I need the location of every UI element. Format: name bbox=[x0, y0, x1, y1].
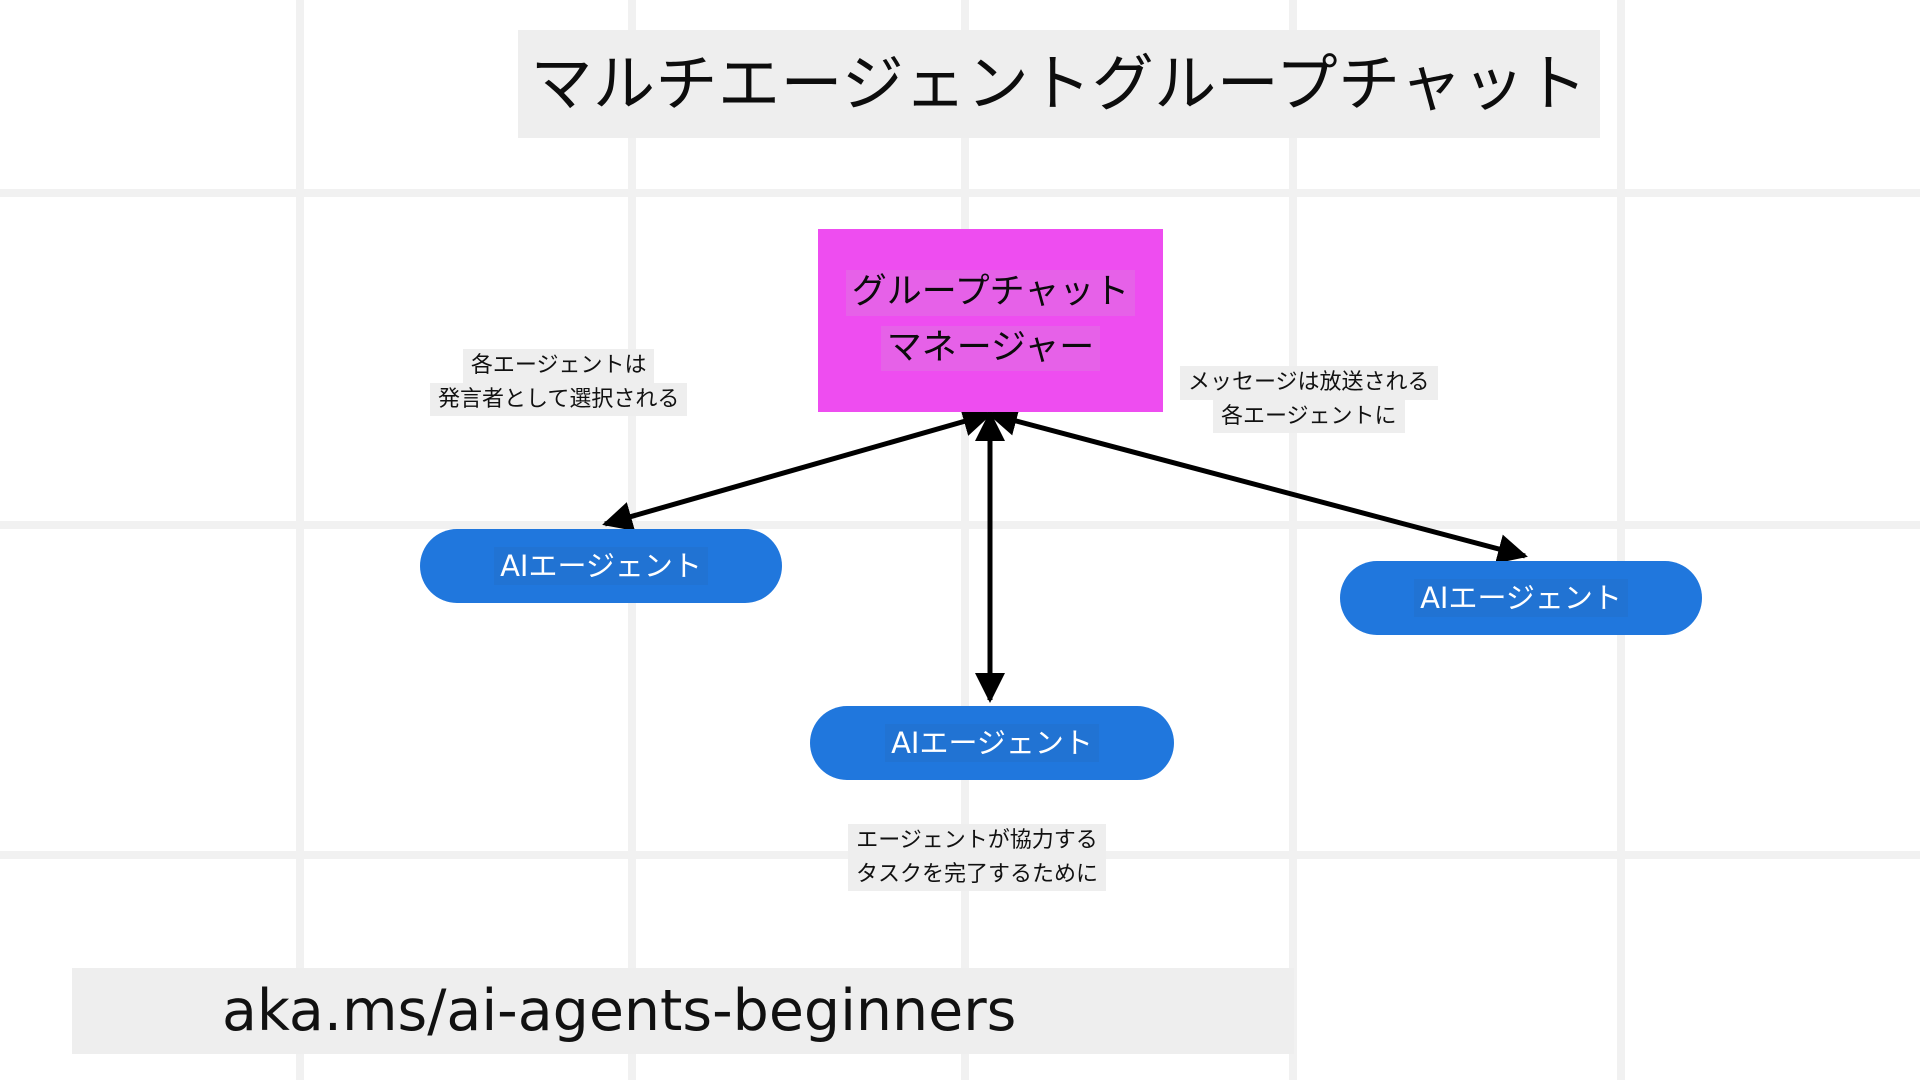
caption-left: 各エージェントは 発言者として選択される bbox=[430, 349, 688, 416]
ai-agent-label: AIエージェント bbox=[1414, 578, 1628, 618]
grid-line-horizontal bbox=[0, 521, 1920, 529]
grid-line-horizontal bbox=[0, 189, 1920, 197]
slide-title-band: マルチエージェントグループチャット bbox=[518, 30, 1600, 138]
grid-line-vertical bbox=[296, 0, 304, 1080]
caption-bottom-line-2: タスクを完了するために bbox=[848, 857, 1107, 891]
edge-manager-to-right-agent bbox=[987, 406, 1528, 564]
caption-right-line-2: 各エージェントに bbox=[1213, 399, 1405, 433]
footer-url-text[interactable]: aka.ms/ai-agents-beginners bbox=[222, 977, 1017, 1044]
caption-bottom-line-1: エージェントが協力する bbox=[848, 824, 1106, 858]
caption-left-line-1: 各エージェントは bbox=[462, 349, 655, 383]
edge-manager-to-left-agent bbox=[602, 406, 993, 532]
ai-agent-label: AIエージェント bbox=[494, 546, 708, 586]
grid-line-vertical bbox=[1289, 0, 1297, 1080]
page-title: マルチエージェントグループチャット bbox=[530, 47, 1588, 120]
ai-agent-node-left[interactable]: AIエージェント bbox=[420, 529, 782, 603]
manager-label-line-1: グループチャット bbox=[845, 270, 1136, 316]
ai-agent-label: AIエージェント bbox=[885, 723, 1099, 763]
ai-agent-node-center[interactable]: AIエージェント bbox=[810, 706, 1174, 780]
caption-left-line-2: 発言者として選択される bbox=[430, 382, 688, 416]
caption-bottom: エージェントが協力する タスクを完了するために bbox=[848, 824, 1107, 891]
manager-label-line-2: マネージャー bbox=[880, 325, 1101, 371]
grid-line-vertical bbox=[961, 0, 969, 1080]
grid-line-vertical bbox=[1617, 0, 1625, 1080]
caption-right-line-1: メッセージは放送される bbox=[1180, 366, 1438, 400]
group-chat-manager-node[interactable]: グループチャット マネージャー bbox=[818, 229, 1163, 412]
caption-right: メッセージは放送される 各エージェントに bbox=[1180, 366, 1438, 433]
ai-agent-node-right[interactable]: AIエージェント bbox=[1340, 561, 1702, 635]
footer-url-band: aka.ms/ai-agents-beginners bbox=[72, 968, 1294, 1054]
